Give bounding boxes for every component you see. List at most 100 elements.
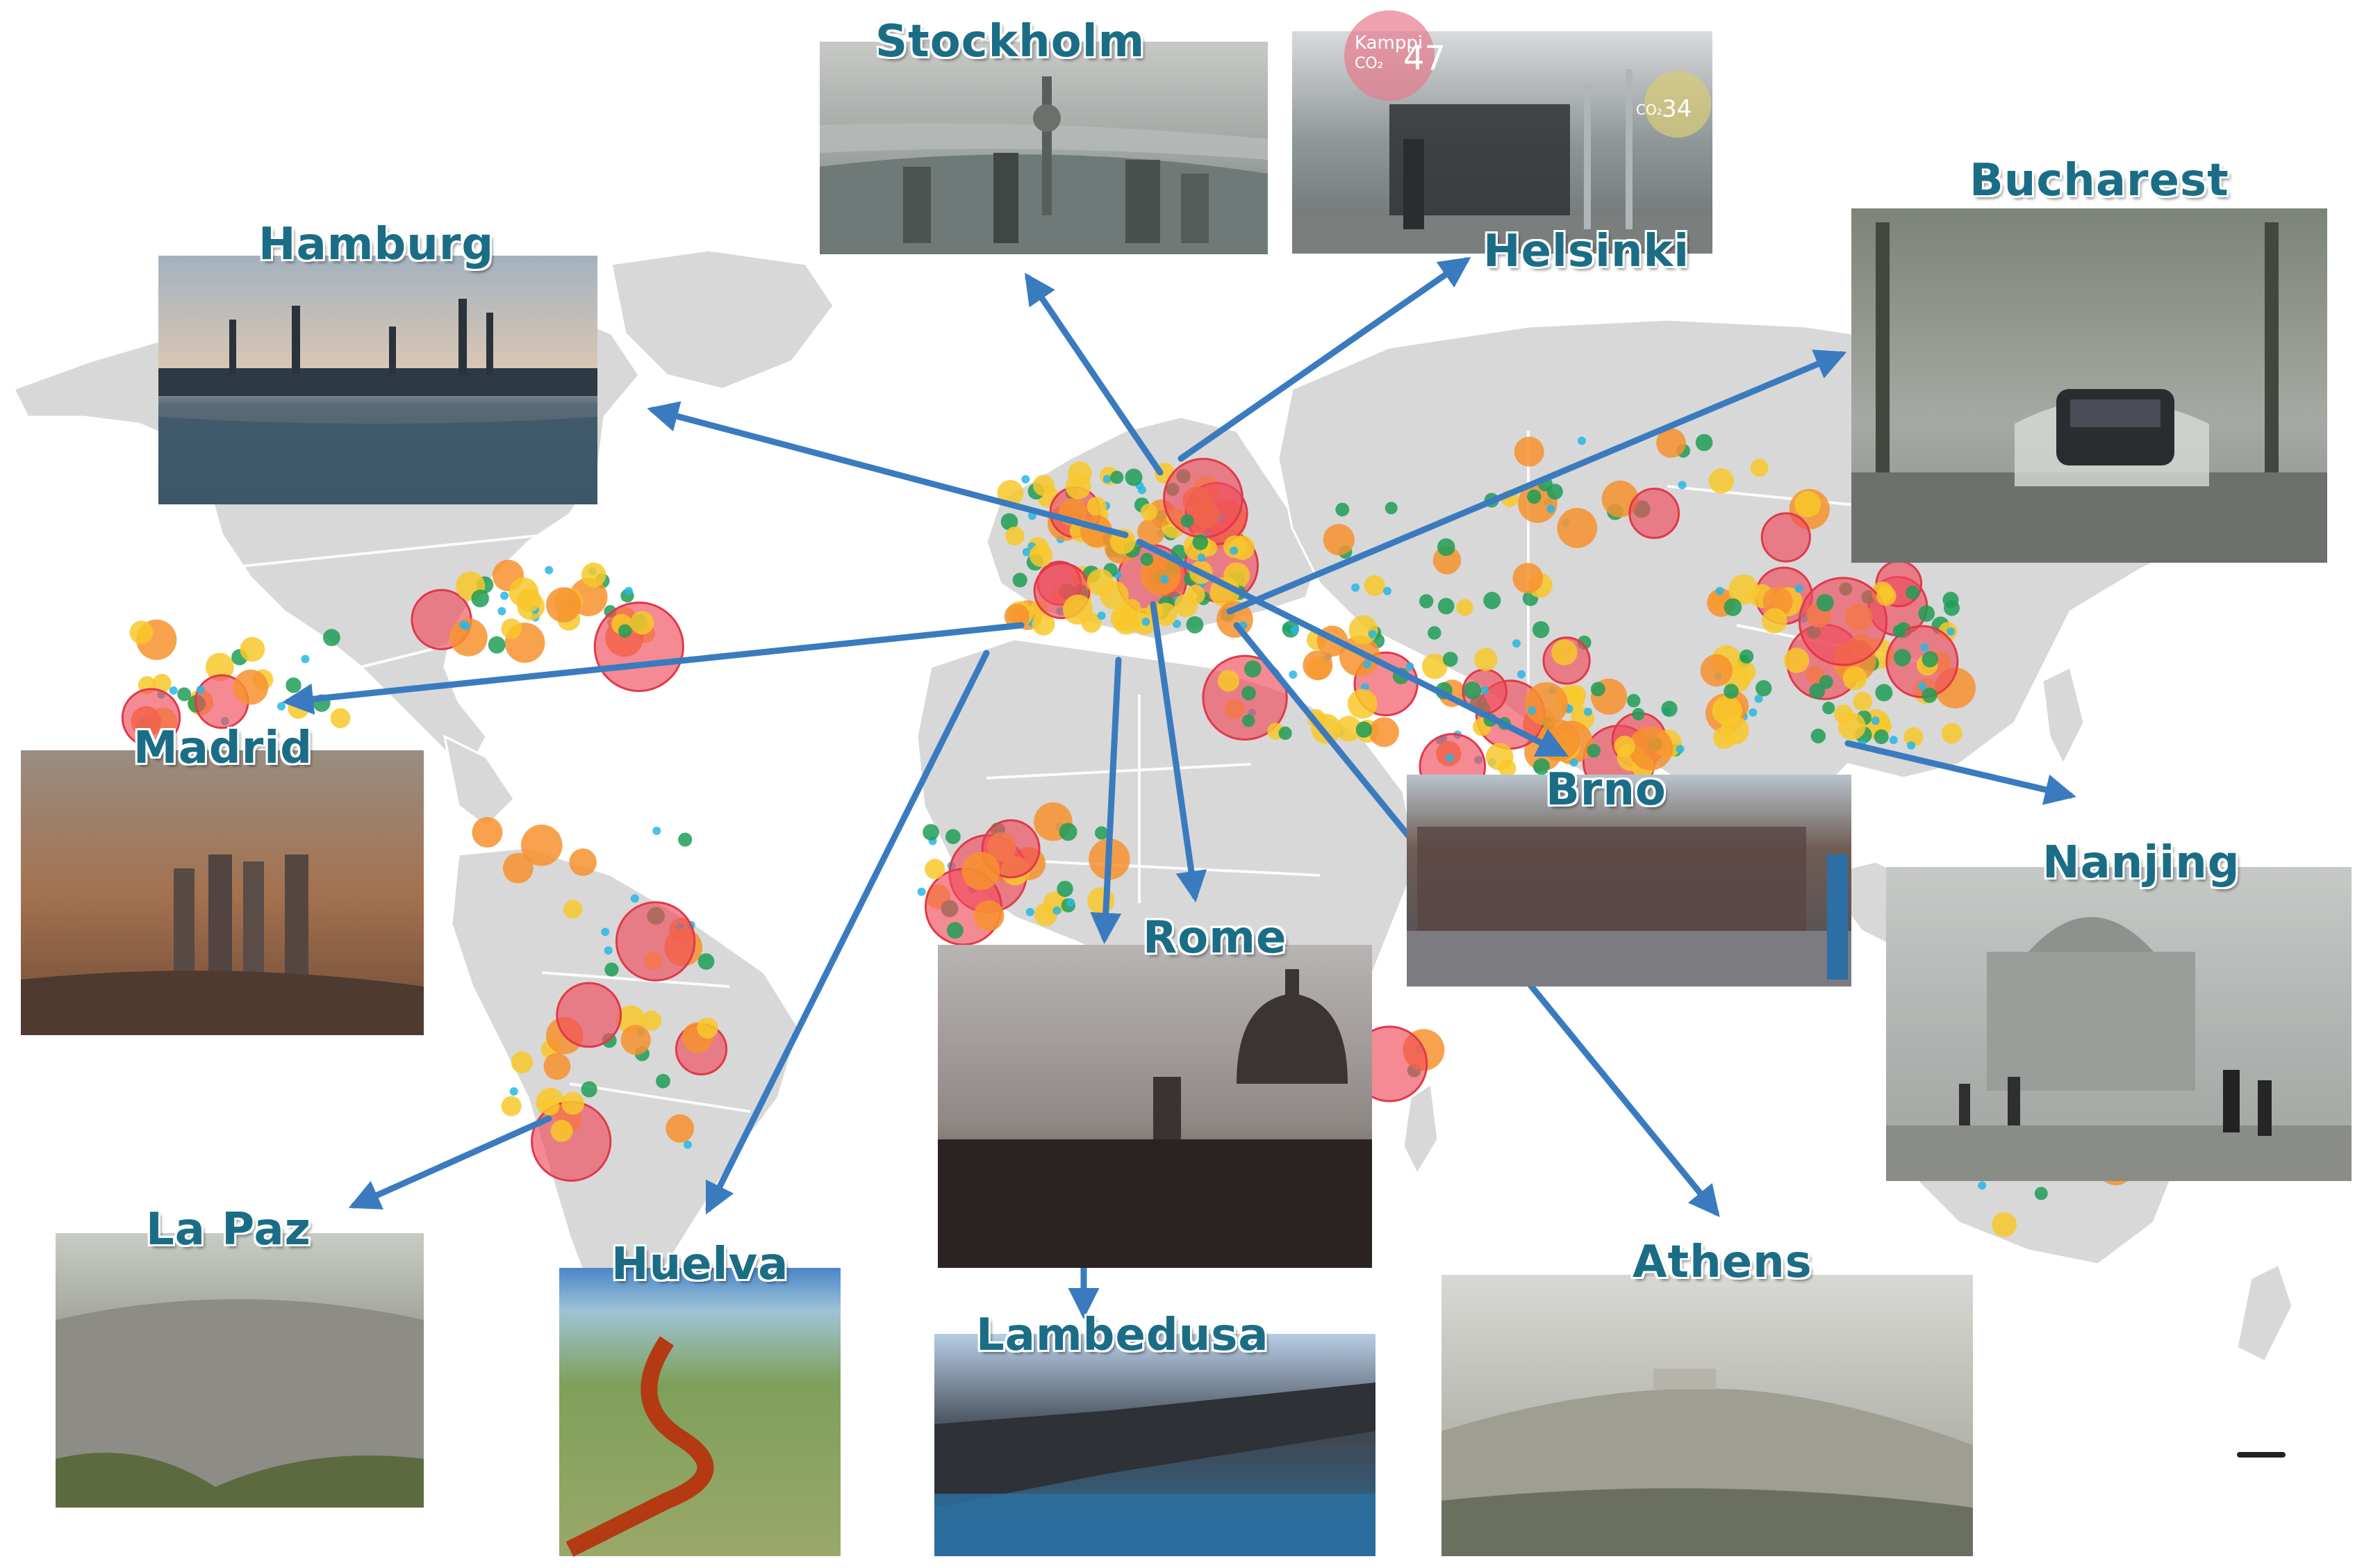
monitoring-marker [1871, 716, 1880, 725]
monitoring-marker [1241, 686, 1256, 701]
monitoring-marker [1463, 682, 1482, 700]
label-helsinki: Helsinki [1483, 226, 1689, 277]
monitoring-marker [511, 1051, 534, 1073]
monitoring-marker [517, 588, 541, 612]
monitoring-marker [1661, 700, 1678, 717]
photo-athens [1441, 1275, 1973, 1556]
monitoring-marker [1749, 708, 1758, 717]
monitoring-marker [1244, 660, 1262, 678]
monitoring-marker [581, 562, 606, 588]
city-photos: Kamppi CO₂ 47 CO₂ 34 [21, 10, 2352, 1557]
monitoring-marker [917, 887, 926, 896]
monitoring-marker [1750, 459, 1769, 477]
photo-nanjing [1886, 867, 2352, 1181]
monitoring-marker [678, 832, 693, 847]
monitoring-marker [620, 1025, 651, 1055]
small-dark-mark [2237, 1452, 2286, 1458]
monitoring-marker [543, 1053, 571, 1080]
photo-madrid [21, 750, 424, 1035]
monitoring-marker [683, 1140, 692, 1149]
monitoring-marker [1437, 597, 1455, 615]
monitoring-marker [1524, 682, 1568, 726]
monitoring-marker [1527, 489, 1542, 504]
monitoring-marker [1819, 675, 1833, 689]
monitoring-marker [1087, 887, 1115, 915]
monitoring-marker [1533, 758, 1550, 775]
border-line [541, 971, 730, 988]
monitoring-marker [1186, 616, 1204, 634]
monitoring-marker [1363, 660, 1372, 669]
monitoring-marker [1303, 650, 1333, 681]
monitoring-marker [1627, 693, 1641, 708]
monitoring-marker [196, 685, 205, 694]
monitoring-marker [1942, 591, 1959, 609]
monitoring-marker [1708, 468, 1734, 494]
monitoring-marker [152, 673, 172, 693]
monitoring-marker [1528, 706, 1537, 715]
monitoring-marker [1512, 563, 1544, 593]
label-bucharest: Bucharest [1969, 155, 2229, 206]
monitoring-marker [1874, 729, 1889, 745]
monitoring-marker [1197, 553, 1206, 562]
monitoring-marker [1180, 514, 1194, 528]
monitoring-marker [1713, 727, 1735, 750]
monitoring-marker [1122, 599, 1141, 618]
arrow-to-rome [1150, 601, 1207, 902]
monitoring-marker [1369, 717, 1399, 748]
monitoring-marker [1632, 708, 1645, 720]
monitoring-marker [1889, 736, 1898, 745]
secondary-sign-value: 34 [1662, 95, 1692, 123]
monitoring-marker [1583, 707, 1592, 716]
monitoring-marker [1480, 686, 1489, 695]
photo-stockholm [820, 42, 1268, 254]
monitoring-marker [1383, 586, 1391, 595]
monitoring-marker [656, 1073, 670, 1089]
land-madagascar [1402, 1082, 1439, 1177]
monitoring-marker [615, 901, 696, 982]
monitoring-marker [666, 1114, 695, 1143]
arrow-to-brno [1136, 538, 1569, 757]
monitoring-marker [563, 900, 583, 919]
monitoring-marker [1712, 695, 1742, 726]
border-line [208, 527, 612, 571]
kampi-sign-unit: CO₂ [1355, 55, 1384, 72]
monitoring-marker [1066, 898, 1075, 907]
land-central-america [443, 734, 515, 828]
monitoring-marker [449, 618, 488, 657]
monitoring-marker [1355, 721, 1373, 738]
arrow-to-rome-2 [1090, 657, 1122, 944]
monitoring-marker [1335, 502, 1350, 517]
monitoring-marker [1798, 577, 1888, 666]
monitoring-marker [129, 620, 154, 645]
monitoring-marker [1809, 683, 1826, 700]
monitoring-marker [1443, 652, 1458, 667]
monitoring-marker [1385, 502, 1398, 515]
monitoring-marker [1141, 617, 1150, 626]
monitoring-marker [501, 618, 522, 639]
photo-lapaz [56, 1233, 424, 1508]
monitoring-marker [177, 687, 191, 702]
monitoring-marker [1154, 602, 1178, 626]
monitoring-marker [1578, 436, 1586, 445]
arrow-to-stockholm [1024, 272, 1164, 476]
label-hamburg: Hamburg [258, 219, 495, 270]
monitoring-marker [461, 622, 470, 630]
monitoring-marker [1021, 474, 1030, 484]
monitoring-marker [1419, 594, 1434, 609]
monitoring-marker [1875, 684, 1893, 702]
photo-rome [938, 945, 1372, 1268]
monitoring-marker [1906, 585, 1920, 600]
monitoring-marker [1569, 758, 1578, 767]
connection-arrows [282, 256, 2076, 1319]
monitoring-marker [550, 1120, 573, 1142]
arrow-to-bucharest [1226, 349, 1847, 615]
label-stockholm: Stockholm [875, 16, 1146, 67]
monitoring-marker [1903, 727, 1924, 747]
monitoring-marker [923, 824, 939, 841]
monitoring-marker [561, 1091, 584, 1115]
arrow-to-hamburg [647, 401, 1129, 538]
monitoring-marker [1278, 726, 1292, 740]
label-athens: Athens [1633, 1237, 1812, 1288]
monitoring-marker [1029, 543, 1053, 568]
